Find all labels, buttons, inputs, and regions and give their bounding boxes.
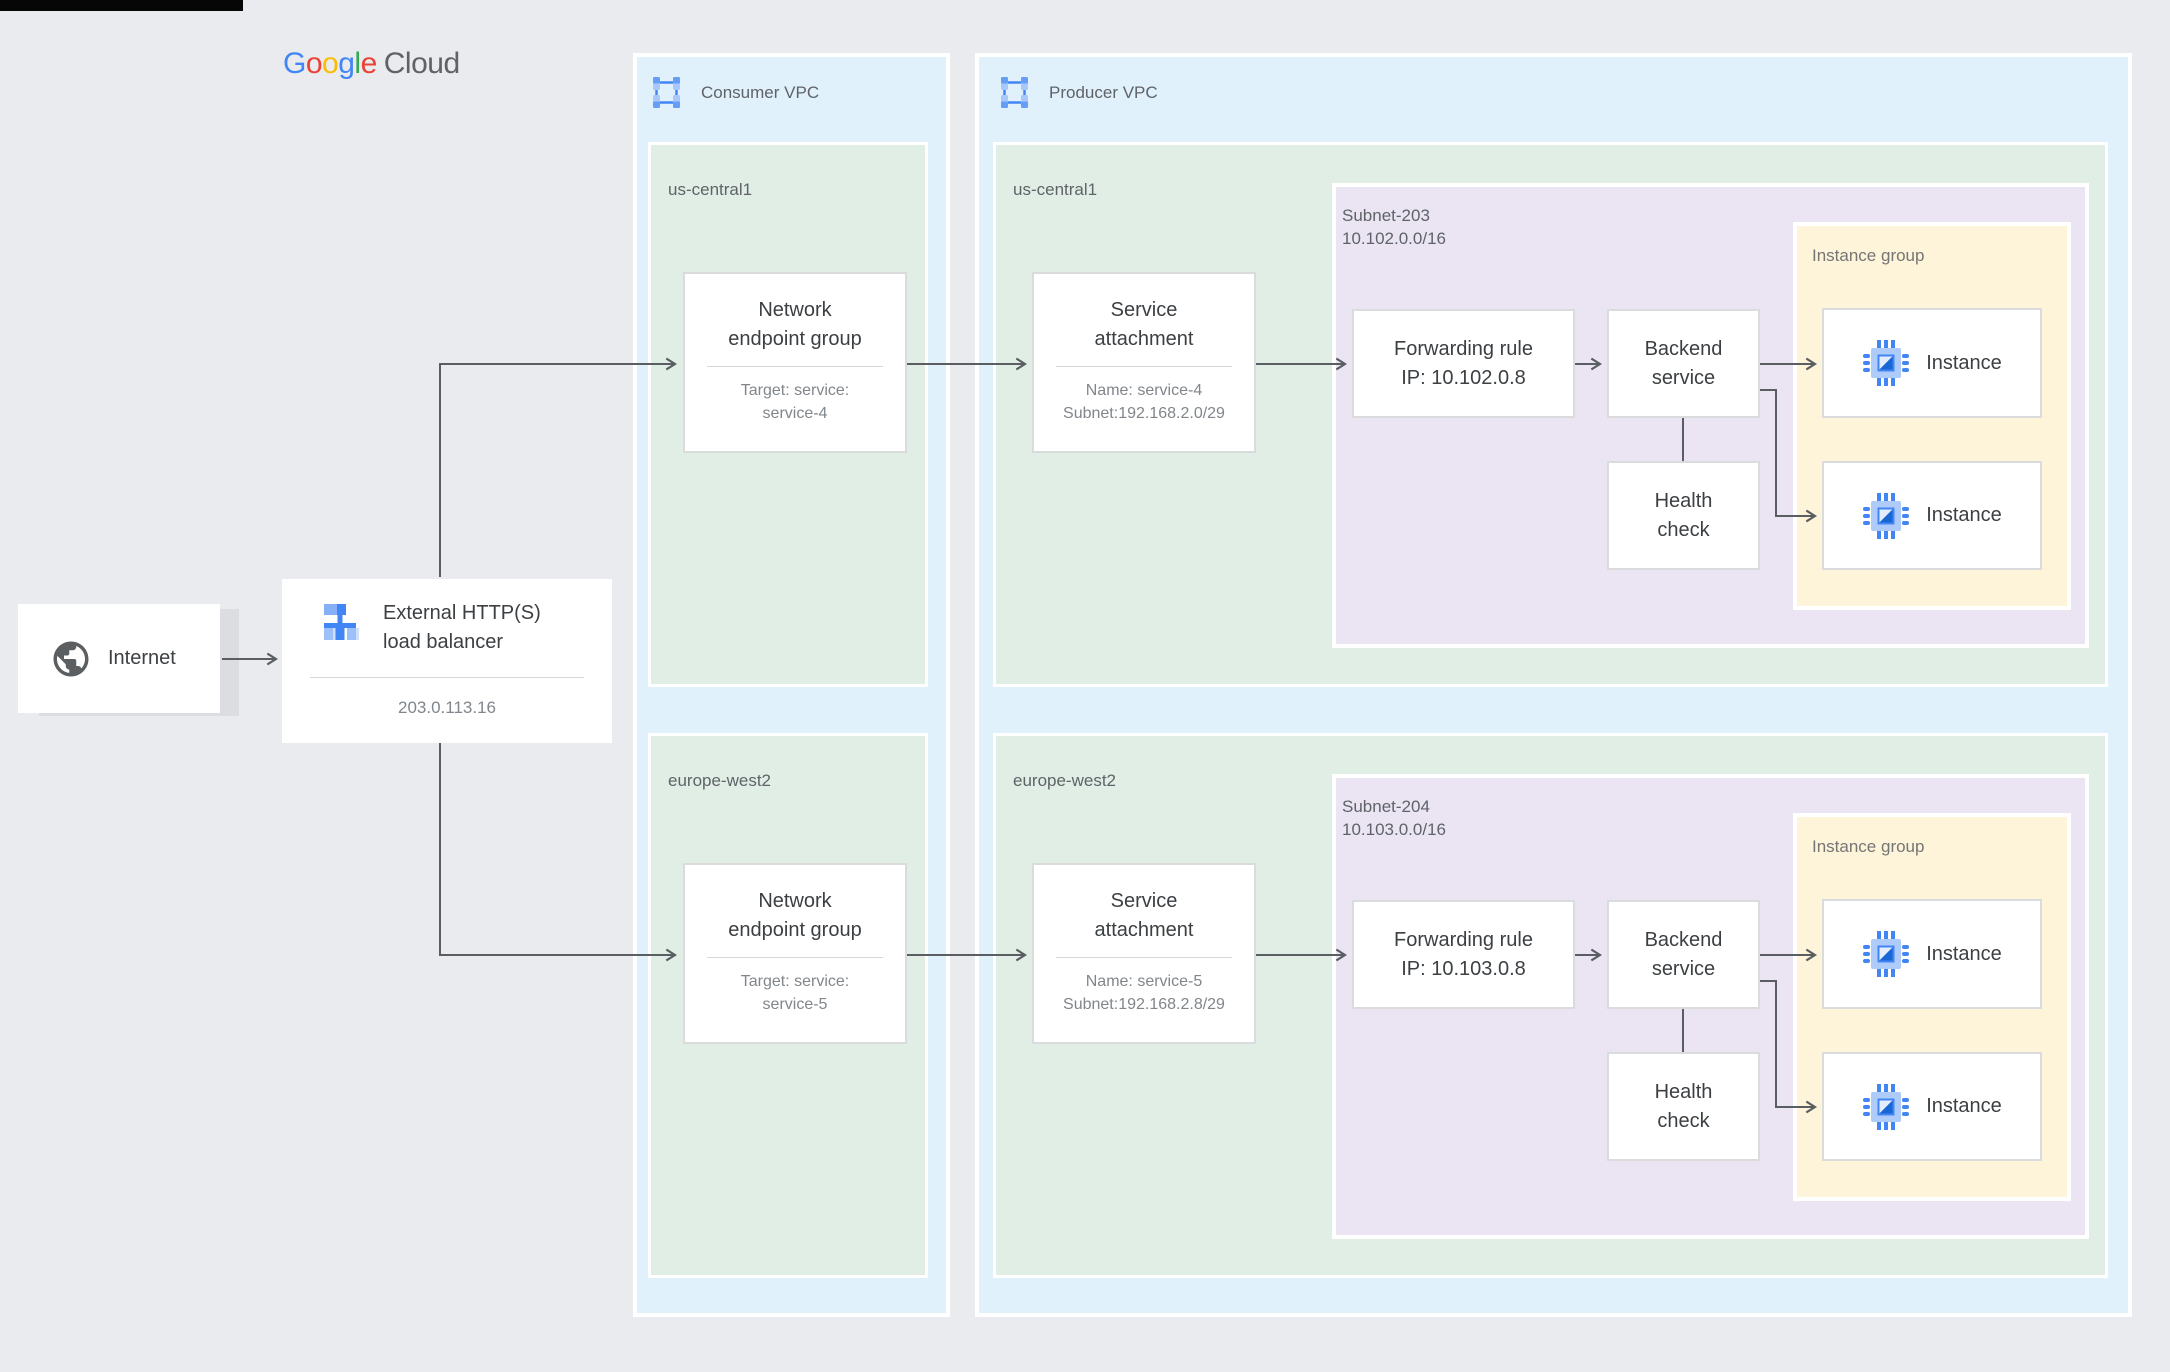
service-attachment-1-detail: Name: service-4 Subnet:192.168.2.0/29 [1063,382,1225,422]
instance-label: Instance [1926,504,2002,526]
load-balancer-title: External HTTP(S) load balancer [383,602,541,653]
consumer-vpc-label: Consumer VPC [701,82,820,102]
health-check-1-text: Health check [1654,489,1713,541]
backend-service-2-text: Backend service [1644,928,1723,980]
service-attachment-2-title: Service attachment [1094,890,1194,941]
producer-region-2-label: europe-west2 [1013,771,1117,790]
network-endpoint-group-2: Network endpoint group Target: service: … [683,863,907,1044]
forwarding-rule-2-text: Forwarding rule IP: 10.103.0.8 [1394,928,1533,980]
logo-letter: g [338,47,355,80]
neg-1-title: Network endpoint group [728,299,862,350]
instance-label: Instance [1926,1095,2002,1117]
logo-letter: G [283,47,306,80]
instance-label: Instance [1926,942,2002,965]
subnet-203-label: Subnet-203 10.102.0.0/16 [1342,206,1446,248]
instance-2b: Instance [1822,1052,2042,1161]
top-black-bar [0,0,243,11]
backend-service-1-text: Backend service [1644,337,1723,389]
consumer-region-1-label: us-central1 [668,180,753,199]
load-balancer-divider [310,677,584,678]
instance-group-2-label: Instance group [1812,837,1925,856]
logo-letter: o [305,47,323,80]
logo-letter: o [322,47,339,80]
instance-2a: Instance [1822,899,2042,1009]
internet-label: Internet [108,647,176,669]
load-balancer-ip: 203.0.113.16 [398,698,496,717]
compute-instance-icon [1862,492,1910,540]
producer-region-1-label: us-central1 [1013,180,1098,199]
service-attachment-2-divider [1056,957,1232,958]
producer-vpc-header: Producer VPC [998,76,1158,109]
instance-label: Instance [1926,351,2002,374]
service-attachment-2-detail: Name: service-5 Subnet:192.168.2.8/29 [1063,973,1225,1013]
logo-letter: l [354,47,361,80]
health-check-2-text: Health check [1654,1080,1713,1132]
logo-cloud-text: Cloud [383,47,460,80]
producer-vpc-label: Producer VPC [1049,82,1158,102]
compute-instance-icon [1862,930,1910,978]
neg-2-divider [707,957,883,958]
load-balancer-node: External HTTP(S) load balancer 203.0.113… [282,579,612,743]
backend-service-2: Backend service [1607,900,1760,1009]
service-attachment-2: Service attachment Name: service-5 Subne… [1032,863,1256,1044]
service-attachment-1: Service attachment Name: service-4 Subne… [1032,272,1256,453]
service-attachment-1-divider [1056,366,1232,367]
neg-1-divider [707,366,883,367]
compute-instance-icon [1862,1083,1910,1131]
internet-node: Internet [18,604,220,713]
vpc-network-icon [650,76,683,109]
instance-group-1-label: Instance group [1812,246,1925,265]
health-check-1: Health check [1607,461,1760,570]
neg-2-detail: Target: service: service-5 [740,973,850,1013]
health-check-2: Health check [1607,1052,1760,1161]
forwarding-rule-1-text: Forwarding rule IP: 10.102.0.8 [1394,337,1533,389]
instance-1a: Instance [1822,308,2042,418]
subnet-204-label: Subnet-204 10.103.0.0/16 [1342,797,1446,839]
logo-letter: e [360,47,378,80]
instance-1b: Instance [1822,461,2042,570]
neg-2-title: Network endpoint group [728,890,862,941]
consumer-vpc-header: Consumer VPC [650,76,819,109]
forwarding-rule-2: Forwarding rule IP: 10.103.0.8 [1352,900,1575,1009]
compute-instance-icon [1862,339,1910,387]
forwarding-rule-1: Forwarding rule IP: 10.102.0.8 [1352,309,1575,418]
consumer-region-2-label: europe-west2 [668,771,772,790]
service-attachment-1-title: Service attachment [1094,299,1194,350]
neg-1-detail: Target: service: service-4 [740,382,850,422]
vpc-network-icon [998,76,1031,109]
globe-icon [50,638,92,680]
backend-service-1: Backend service [1607,309,1760,418]
network-endpoint-group-1: Network endpoint group Target: service: … [683,272,907,453]
load-balancer-icon [318,603,362,654]
